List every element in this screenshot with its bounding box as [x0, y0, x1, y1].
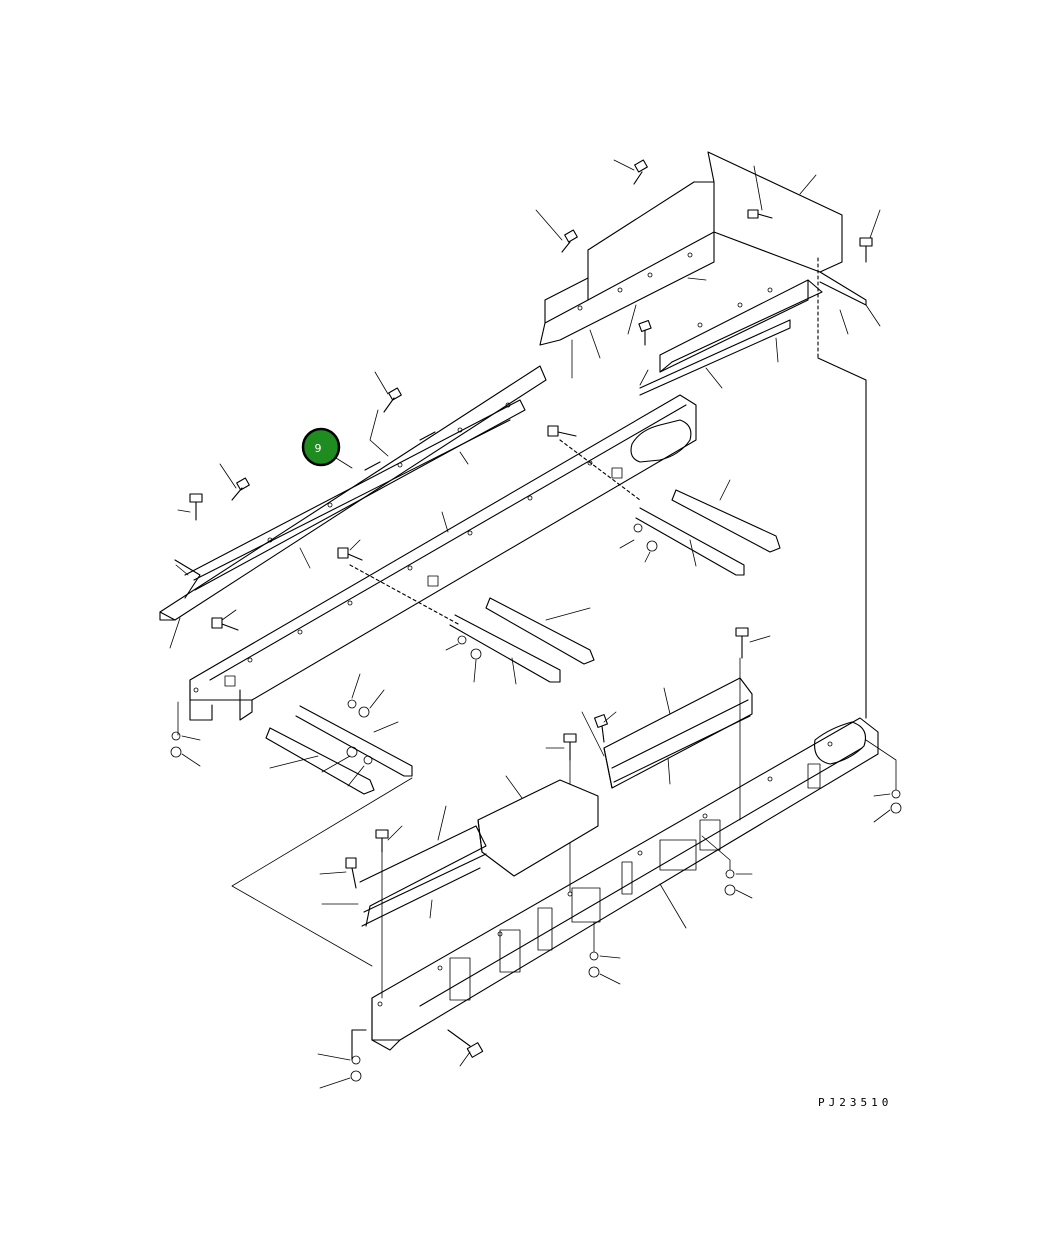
bolt-icon	[337, 547, 363, 561]
bolt-icon	[594, 714, 608, 743]
upper-right-frame	[535, 151, 881, 719]
bolt-icon	[747, 209, 773, 219]
lower-right-brackets	[581, 627, 771, 789]
central-frame-beam	[177, 394, 697, 736]
bolt-icon	[563, 733, 577, 761]
bolt-icon	[189, 493, 203, 521]
bolt-icon	[638, 319, 652, 346]
upper-left-rail	[159, 365, 547, 649]
drawing-code: PJ23510	[818, 1096, 893, 1109]
bolt-icon	[547, 425, 577, 437]
bolt-icon	[859, 237, 873, 263]
bolt-icon	[345, 857, 357, 889]
bolt-icon	[633, 159, 648, 185]
callout-marker-9[interactable]: 9	[301, 427, 353, 469]
lower-left-brackets	[319, 733, 599, 927]
bolt-icon	[383, 387, 402, 413]
bolt-icon	[561, 229, 578, 253]
bolt-icon	[735, 627, 749, 659]
callout-label: 9	[315, 442, 322, 455]
lower-main-rail	[317, 657, 902, 1089]
bolt-icon	[447, 1029, 484, 1058]
bolt-icon	[211, 617, 239, 631]
bolt-icon	[375, 829, 389, 853]
cylinder-rods	[170, 479, 781, 967]
bolt-icon	[231, 477, 250, 501]
